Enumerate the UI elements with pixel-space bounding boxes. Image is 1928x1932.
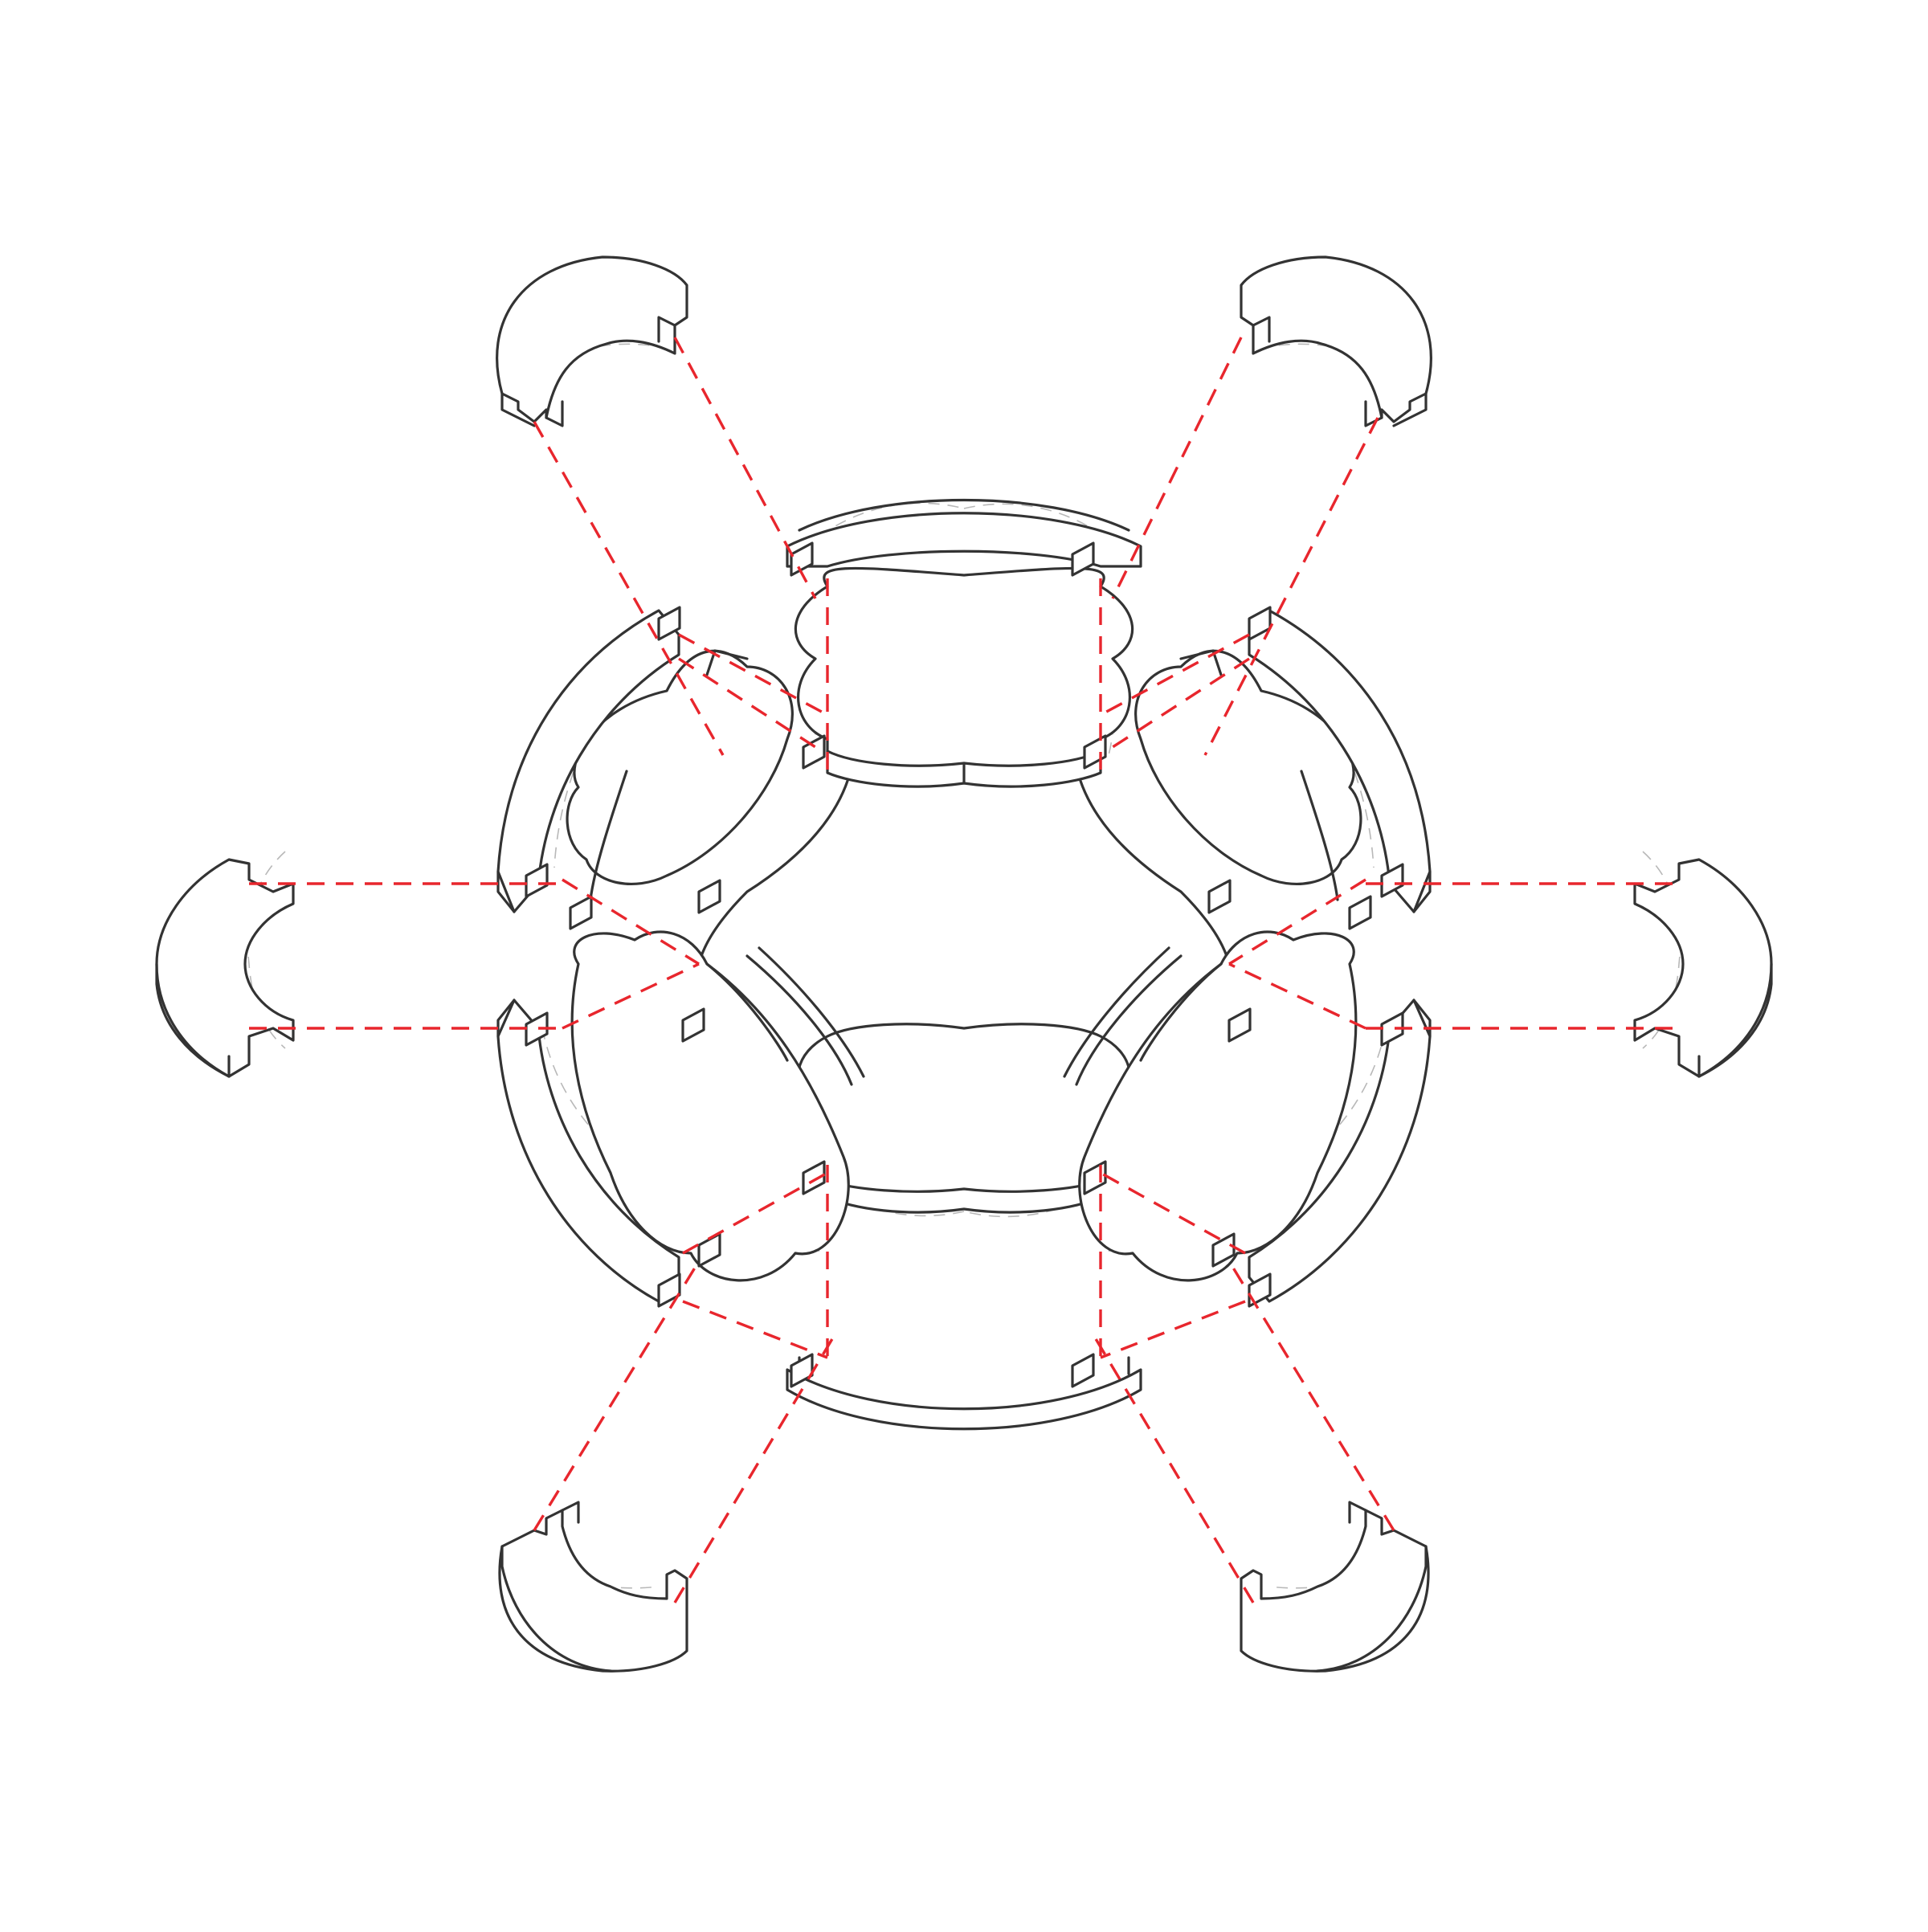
guide-line-4 (1111, 337, 1243, 599)
center-opening-outline (697, 766, 1231, 1138)
outer-piece-bottom-left (498, 1509, 688, 1673)
notch-tab-20 (1348, 895, 1372, 930)
hidden-line-10 (1642, 851, 1681, 1049)
outer-piece-left (155, 858, 295, 1078)
right-lower-block (1078, 930, 1358, 1282)
outer-piece-bottom-right-edge-1 (1316, 1545, 1428, 1673)
outer-piece-right (1633, 858, 1773, 1078)
guide-line-1 (533, 421, 725, 756)
notch-tab-18 (1207, 879, 1232, 914)
guide-line-16 (562, 962, 700, 1030)
notch-tab-8 (1248, 1272, 1272, 1308)
notch-tab-11 (790, 1353, 814, 1388)
outer-piece-top-right (1240, 255, 1432, 423)
outer-piece-top-left-edge-2 (657, 316, 676, 343)
notch-tab-22 (1227, 1007, 1252, 1043)
notch-tab-12 (1071, 1353, 1095, 1388)
left-upper-block (566, 649, 794, 885)
right-lower-arc-end (1412, 999, 1432, 1038)
notch-tab-24 (1211, 1232, 1236, 1268)
notch-tab-2 (525, 863, 549, 898)
left-upper-block-notch (705, 649, 749, 676)
notch-tab-13 (802, 734, 826, 770)
right-upper-block-notch (1179, 649, 1223, 676)
right-upper-rail (1300, 770, 1339, 901)
outer-piece-top-left (496, 255, 688, 423)
bottom-band (786, 1368, 1142, 1431)
hidden-line-6 (541, 1027, 656, 1182)
left-inner-rail (745, 946, 865, 1086)
outer-piece-bottom-left-edge-2 (561, 1501, 580, 1524)
outer-piece-top-right-edge-1 (1392, 392, 1428, 427)
hidden-line-8 (1272, 1027, 1387, 1182)
middle-arc-pieces (496, 541, 1432, 1388)
top-band (786, 512, 1142, 568)
outer-piece-left-edge-1 (155, 962, 231, 1078)
notch-tab-9 (790, 541, 814, 577)
hidden-line-7 (1272, 642, 1375, 868)
assembly-guide-lines (249, 337, 1679, 1603)
outer-piece-top-left-edge-1 (500, 392, 536, 427)
right-inner-rail (1063, 946, 1183, 1086)
guide-line-20 (682, 1300, 828, 1359)
outer-piece-bottom-left-edge-1 (500, 1545, 612, 1673)
bottom-center-block-front-edge (826, 1179, 1102, 1193)
outer-piece-bottom-right-edge-2 (1348, 1501, 1367, 1524)
left-upper-rail (589, 770, 628, 901)
guide-line-21 (533, 1260, 701, 1531)
guide-line-24 (1100, 1300, 1246, 1359)
left-upper-arc-end (496, 870, 516, 913)
notch-tab-10 (1071, 541, 1095, 577)
right-upper-arc-end (1412, 870, 1432, 913)
notch-tab-14 (1083, 734, 1107, 770)
hidden-line-9 (247, 851, 286, 1049)
notch-tab-6 (1380, 863, 1404, 898)
guide-line-25 (1227, 1260, 1395, 1531)
outer-piece-right-edge-1 (1697, 962, 1773, 1078)
outer-piece-top-right-edge-2 (1252, 316, 1271, 343)
notch-tab-17 (697, 879, 721, 914)
notch-tab-19 (569, 895, 593, 930)
guide-line-22 (673, 1333, 837, 1603)
notch-tab-21 (681, 1007, 705, 1043)
notch-tab-1 (657, 606, 681, 641)
right-lower-arc (1248, 999, 1432, 1303)
notch-tab-3 (525, 1011, 549, 1047)
right-upper-block (1134, 649, 1362, 885)
left-lower-block-rim (705, 962, 789, 1062)
left-lower-arc-end (496, 999, 516, 1038)
notch-tab-15 (802, 1160, 826, 1195)
guide-line-26 (1091, 1333, 1255, 1603)
center-ring-assembly (566, 498, 1362, 1431)
outer-arc-pieces (155, 255, 1773, 1673)
guide-line-5 (1203, 417, 1379, 756)
outer-piece-bottom-right (1240, 1509, 1430, 1673)
guide-line-2 (673, 337, 817, 599)
notch-tab-7 (1380, 1011, 1404, 1047)
outer-piece-top-left-edge-3 (545, 400, 564, 427)
top-center-block (794, 566, 1134, 788)
top-band-back-edge (798, 498, 1130, 532)
right-lower-block-rim (1139, 962, 1223, 1062)
guide-line-18 (1228, 962, 1366, 1030)
left-lower-block (570, 930, 850, 1282)
hidden-line-5 (553, 642, 656, 868)
